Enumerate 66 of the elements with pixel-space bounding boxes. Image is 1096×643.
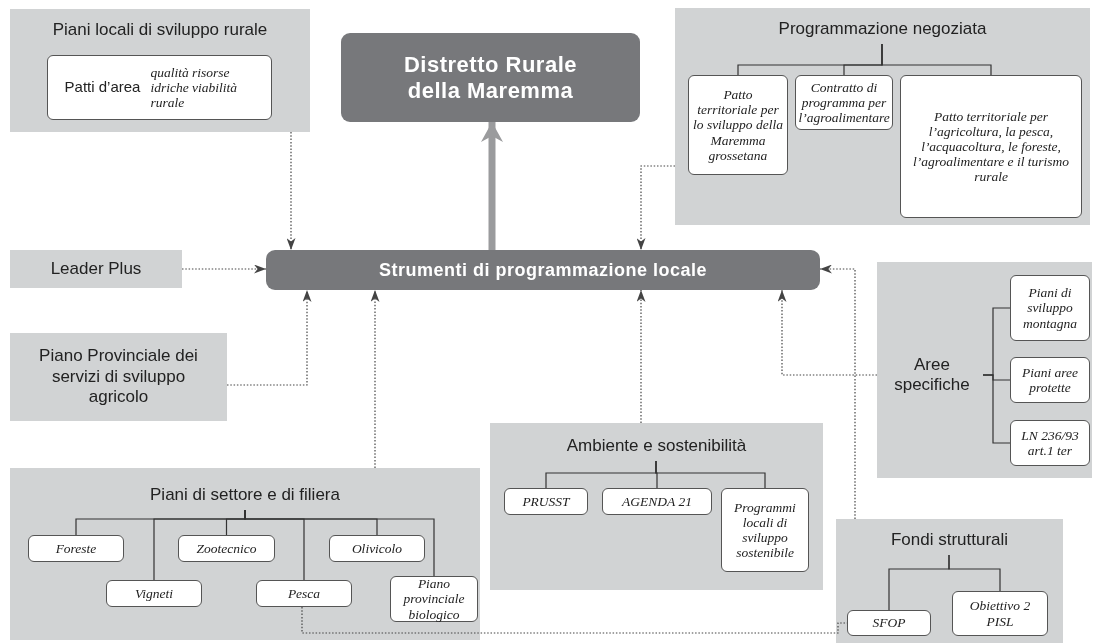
plan-label: Foreste bbox=[55, 540, 97, 557]
plan-label: LN 236/93 art.1 ter bbox=[1020, 427, 1080, 459]
plan-label: Piano provinciale biologico bbox=[402, 576, 466, 622]
plan-label: Obiettivo 2 PISL bbox=[968, 598, 1032, 629]
dotted-arrow bbox=[636, 165, 676, 251]
plan-label: Piano Provinciale dei servizi di sviluppo agricolo bbox=[38, 346, 199, 408]
program-panel bbox=[10, 250, 182, 288]
plan-label: qualità risorse idriche viabilità rurale bbox=[150, 64, 239, 111]
plan-label: Pesca bbox=[287, 585, 321, 602]
plan-card bbox=[1010, 357, 1090, 403]
plan-card bbox=[390, 576, 478, 622]
plan-label: Piani di sviluppo montagna bbox=[1022, 285, 1078, 331]
group-panel bbox=[675, 8, 1090, 225]
plan-label: Vigneti bbox=[135, 585, 173, 602]
group-panel bbox=[490, 423, 823, 590]
plan-card bbox=[47, 55, 272, 120]
plan-card bbox=[721, 488, 809, 572]
group-panel bbox=[877, 262, 1092, 478]
group-panel bbox=[10, 9, 310, 132]
plan-card bbox=[106, 580, 202, 607]
plan-label: Zootecnico bbox=[196, 540, 257, 557]
plan-label: Patto territoriale per l’agricoltura, la pesca, l’acquacoltura, le foreste, l’agroalimentare e il turismo rurale bbox=[911, 108, 1071, 185]
group-panel bbox=[836, 519, 1063, 643]
plan-label: AGENDA 21 bbox=[622, 493, 692, 510]
plan-label: SFOP bbox=[872, 615, 906, 631]
plan-card bbox=[847, 610, 931, 636]
panel-heading: Piani locali di sviluppo rurale bbox=[51, 19, 269, 42]
panel-heading: Piani di settore e di filiera bbox=[149, 484, 341, 507]
thick-arrow bbox=[481, 122, 503, 250]
plan-label: PRUSST bbox=[522, 493, 570, 510]
plan-label: Piani aree protette bbox=[1020, 364, 1080, 396]
plan-card bbox=[1010, 420, 1090, 466]
panel-heading: Aree specifiche bbox=[893, 354, 971, 396]
group-panel bbox=[10, 468, 480, 640]
banner-title: Strumenti di programmazione locale bbox=[378, 259, 708, 281]
plan-label: Programmi locali di sviluppo sostenibile bbox=[733, 499, 797, 561]
plan-card bbox=[256, 580, 352, 607]
plan-card bbox=[952, 591, 1048, 636]
dotted-arrow bbox=[636, 289, 646, 424]
plan-card bbox=[329, 535, 425, 562]
banner-title: Distretto Rurale della Maremma bbox=[402, 52, 578, 103]
dotted-arrow bbox=[370, 289, 380, 469]
dotted-arrow bbox=[286, 131, 296, 251]
plan-label: Patti d’area bbox=[64, 79, 141, 96]
dotted-arrow bbox=[181, 264, 267, 274]
program-panel bbox=[10, 333, 227, 421]
title-banner bbox=[266, 250, 820, 290]
dotted-line bbox=[301, 606, 848, 634]
title-banner bbox=[341, 33, 640, 122]
plan-label: Patto territoriale per lo sviluppo della Maremma grossetana bbox=[693, 87, 783, 163]
plan-label: Leader Plus bbox=[50, 258, 142, 280]
plan-card bbox=[602, 488, 712, 515]
plan-card bbox=[688, 75, 788, 175]
plan-label: Olivicolo bbox=[351, 540, 403, 557]
dotted-arrow bbox=[777, 289, 878, 376]
dotted-arrow bbox=[819, 264, 856, 520]
plan-label: Contratto di programma per l’agroalimentare bbox=[798, 79, 890, 126]
panel-heading: Ambiente e sostenibilità bbox=[565, 435, 748, 458]
plan-card bbox=[178, 535, 275, 562]
panel-heading: Programmazione negoziata bbox=[777, 18, 988, 41]
plan-card bbox=[28, 535, 124, 562]
plan-card bbox=[1010, 275, 1090, 341]
plan-card bbox=[504, 488, 588, 515]
dotted-arrow bbox=[226, 289, 312, 386]
panel-heading: Fondi strutturali bbox=[889, 529, 1010, 552]
plan-card bbox=[900, 75, 1082, 218]
